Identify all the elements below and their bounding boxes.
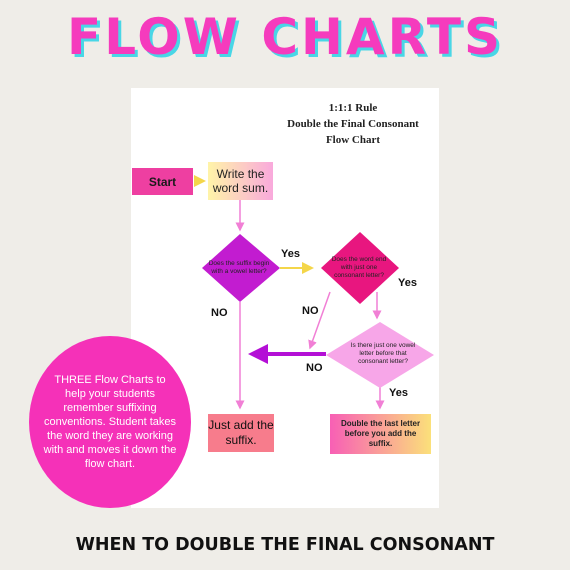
label-yes-1: Yes bbox=[281, 248, 300, 260]
label-no-3: NO bbox=[306, 362, 323, 374]
label-no-2: NO bbox=[302, 305, 319, 317]
arrow-q2-no bbox=[308, 291, 331, 350]
decision-diamond-1 bbox=[202, 234, 280, 302]
decision-diamond-3 bbox=[326, 322, 434, 388]
label-yes-2: Yes bbox=[398, 277, 417, 289]
just-add-suffix-node: Just add the suffix. bbox=[208, 414, 274, 452]
sheet-title: 1:1:1 Rule Double the Final Consonant Fl… bbox=[268, 100, 438, 148]
footer-caption: WHEN TO DOUBLE THE FINAL CONSONANT bbox=[75, 535, 495, 555]
start-node: Start bbox=[132, 168, 193, 195]
promo-text: THREE Flow Charts to help your students … bbox=[43, 374, 177, 470]
write-word-sum-node: Write the word sum. bbox=[208, 162, 273, 200]
question-suffix-vowel: Does the suffix begin with a vowel lette… bbox=[208, 260, 270, 275]
question-one-vowel: Is there just one vowel letter before th… bbox=[350, 342, 416, 365]
sheet-title-line-1: 1:1:1 Rule bbox=[328, 102, 378, 114]
sheet-title-line-3: Flow Chart bbox=[325, 134, 381, 146]
sheet-title-line-2: Double the Final Consonant bbox=[287, 118, 419, 130]
question-one-consonant: Does the word end with just one consonan… bbox=[331, 256, 387, 279]
promo-circle: THREE Flow Charts to help your students … bbox=[29, 336, 191, 508]
double-last-letter-node: Double the last letter before you add th… bbox=[330, 414, 431, 454]
decision-diamond-2 bbox=[321, 232, 399, 304]
label-yes-3: Yes bbox=[389, 387, 408, 399]
label-no-1: NO bbox=[211, 307, 228, 319]
banner-title: FLOW CHARTS bbox=[67, 8, 503, 66]
